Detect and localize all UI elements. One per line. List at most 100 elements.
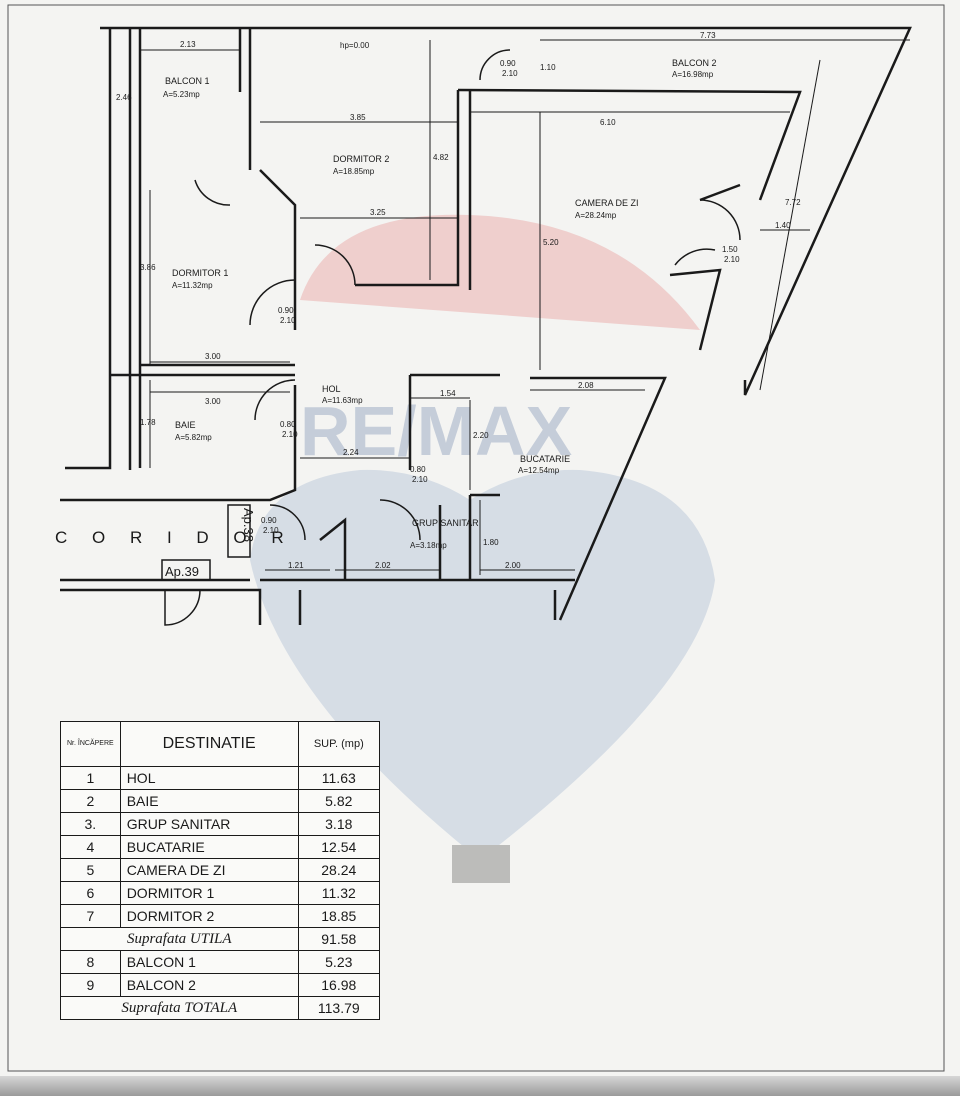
grand-total-label: Suprafata TOTALA: [60, 996, 299, 1020]
room-area: 28.24: [297, 858, 381, 882]
row-number: 8: [60, 950, 121, 974]
dimension-label: hp=0.00: [340, 41, 370, 50]
room-name: GRUP SANITAR: [119, 812, 299, 836]
row-number: 5: [60, 858, 121, 882]
door-label: 0.80: [410, 465, 426, 474]
apartment-39-box: [161, 559, 211, 581]
dimension-label: 2.13: [180, 40, 196, 49]
room-area-balcon-2: A=16.98mp: [672, 70, 714, 79]
room-name: CAMERA DE ZI: [119, 858, 299, 882]
dimension-label: 3.86: [140, 263, 156, 272]
room-area: 12.54: [297, 835, 381, 859]
table-row: 2 BAIE 5.82: [60, 789, 381, 813]
room-label-grup-sanitar: GRUP SANITAR: [412, 518, 479, 528]
table-row: 7 DORMITOR 2 18.85: [60, 904, 381, 928]
useful-total-row: Suprafata UTILA 91.58: [60, 927, 381, 951]
room-area-dormitor-2: A=18.85mp: [333, 167, 375, 176]
apartment-38-label: Ap.38: [241, 508, 256, 542]
room-area-baie: A=5.82mp: [175, 433, 212, 442]
row-number: 3.: [60, 812, 121, 836]
row-number: 6: [60, 881, 121, 905]
dimension-lines: [140, 39, 910, 575]
table-row: 5 CAMERA DE ZI 28.24: [60, 858, 381, 882]
row-number: 2: [60, 789, 121, 813]
door-label: 2.10: [412, 475, 428, 484]
dimension-label: 2.00: [505, 561, 521, 570]
apartment-39-label: Ap.39: [165, 564, 199, 579]
room-name: BUCATARIE: [119, 835, 299, 859]
dimension-label: 1.10: [540, 63, 556, 72]
door-label: 0.90: [500, 59, 516, 68]
grand-total-area: 113.79: [297, 996, 381, 1020]
room-label-balcon-2: BALCON 2: [672, 58, 717, 68]
watermark-text: RE/MAX: [300, 392, 573, 470]
room-area: 11.63: [297, 766, 381, 790]
dimension-label: 1.40: [775, 221, 791, 230]
room-label-bucatarie: BUCATARIE: [520, 454, 570, 464]
room-name: BALCON 2: [119, 973, 299, 997]
apartment-38-box: [227, 504, 251, 558]
table-header-row: Nr. ÎNCĂPERE DESTINATIE SUP. (mp): [60, 721, 381, 767]
door-swings: [164, 49, 741, 626]
door-label: 0.80: [280, 420, 296, 429]
door-label: 2.10: [502, 69, 518, 78]
corridor-label: C O R I D O R: [55, 528, 294, 547]
room-label-dormitor-2: DORMITOR 2: [333, 154, 389, 164]
room-area: 11.32: [297, 881, 381, 905]
room-name: BALCON 1: [119, 950, 299, 974]
column-header-destinatie: DESTINATIE: [119, 721, 299, 767]
table-row: 3. GRUP SANITAR 3.18: [60, 812, 381, 836]
area-table: Nr. ÎNCĂPERE DESTINATIE SUP. (mp) 1 HOL …: [60, 721, 381, 1020]
row-number: 1: [60, 766, 121, 790]
remax-watermark: RE/MAX: [250, 214, 715, 883]
dimension-label: 3.85: [350, 113, 366, 122]
useful-total-label: Suprafata UTILA: [60, 927, 299, 951]
door-label: 0.90: [261, 516, 277, 525]
room-area: 18.85: [297, 904, 381, 928]
table-row: 9 BALCON 2 16.98: [60, 973, 381, 997]
dimension-label: 5.20: [543, 238, 559, 247]
door-label: 2.10: [263, 526, 279, 535]
dimension-label: 2.24: [343, 448, 359, 457]
room-area: 3.18: [297, 812, 381, 836]
door-label: 2.10: [282, 430, 298, 439]
room-name: HOL: [119, 766, 299, 790]
dimension-label: 1.80: [483, 538, 499, 547]
column-header-suprafata: SUP. (mp): [297, 721, 381, 767]
door-label: 1.50: [722, 245, 738, 254]
dimension-label: 6.10: [600, 118, 616, 127]
dimension-label: 3.00: [205, 397, 221, 406]
walls: [60, 26, 912, 625]
row-number: 4: [60, 835, 121, 859]
dimension-label: 7.73: [700, 31, 716, 40]
row-number: 9: [60, 973, 121, 997]
column-header-nr: Nr. ÎNCĂPERE: [60, 721, 121, 767]
room-area-grup-sanitar: A=3.18mp: [410, 541, 447, 550]
room-label-hol: HOL: [322, 384, 341, 394]
dimension-label: 7.72: [785, 198, 801, 207]
dimension-label: 3.00: [205, 352, 221, 361]
room-area-bucatarie: A=12.54mp: [518, 466, 560, 475]
sheet-border: [7, 4, 945, 1072]
scan-bottom-edge: [0, 1076, 960, 1096]
room-area-hol: A=11.63mp: [322, 396, 363, 405]
dimension-label: 1.21: [288, 561, 304, 570]
room-area: 5.23: [297, 950, 381, 974]
room-label-dormitor-1: DORMITOR 1: [172, 268, 228, 278]
room-label-balcon-1: BALCON 1: [165, 76, 210, 86]
dimension-label: 1.54: [440, 389, 456, 398]
dimension-label: 2.02: [375, 561, 391, 570]
door-label: 2.10: [724, 255, 740, 264]
table-row: 6 DORMITOR 1 11.32: [60, 881, 381, 905]
useful-total-area: 91.58: [297, 927, 381, 951]
room-area-dormitor-1: A=11.32mp: [172, 281, 213, 290]
dimension-label: 2.46: [116, 93, 132, 102]
dimension-label: 1.78: [140, 418, 156, 427]
dimension-label: 2.08: [578, 381, 594, 390]
room-name: BAIE: [119, 789, 299, 813]
room-area: 5.82: [297, 789, 381, 813]
dimension-label: 2.20: [473, 431, 489, 440]
row-number: 7: [60, 904, 121, 928]
